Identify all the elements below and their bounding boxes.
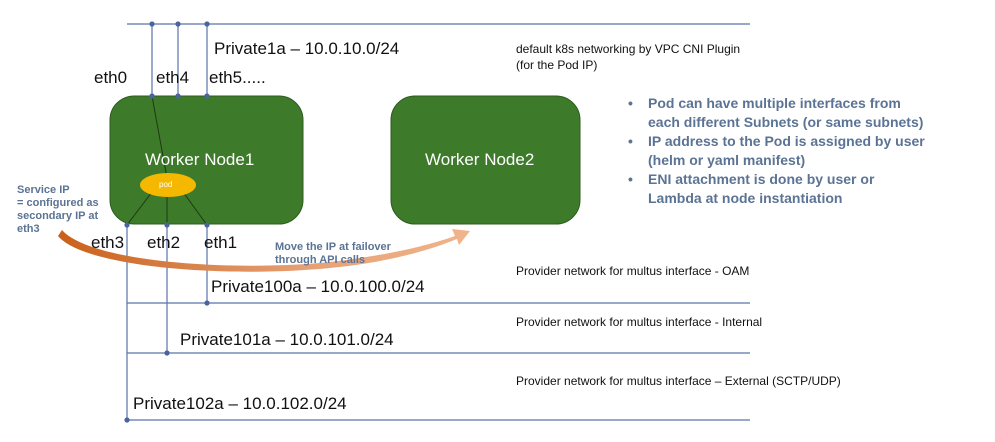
service-ip-note-line: eth3 — [17, 223, 40, 235]
bullet-item: ENI attachment is done by user or Lambda… — [626, 170, 925, 208]
service-ip-note-line: secondary IP at — [17, 210, 99, 222]
pod-link-eth0 — [151, 95, 168, 179]
pod-link-eth1 — [182, 191, 208, 226]
bullet-line: (helm or yaml manifest) — [648, 152, 806, 168]
bullet-line: Lambda at node instantiation — [648, 190, 843, 206]
dot-eth1-subnet — [204, 300, 210, 306]
move-ip-note-line: through API calls — [275, 254, 366, 266]
service-ip-note: Service IP = configured as secondary IP … — [17, 184, 99, 236]
bullet-item: Pod can have multiple interfaces from ea… — [626, 94, 925, 132]
service-ip-note-line: = configured as — [17, 197, 99, 209]
dot-eth4-top — [175, 21, 181, 27]
bullet-line: Pod can have multiple interfaces from — [648, 95, 901, 111]
dot-eth2-subnet — [164, 350, 170, 356]
internal-network-note: Provider network for multus interface - … — [516, 315, 763, 329]
worker-node2-box — [390, 95, 581, 225]
dot-eth0-top — [149, 21, 155, 27]
dot-eth5-node — [204, 93, 210, 99]
subnet-label-private100a: Private100a – 10.0.100.0/24 — [211, 277, 425, 296]
dot-eth1-node — [204, 222, 210, 228]
failover-arrow — [58, 229, 470, 272]
subnet-label-private101a: Private101a – 10.0.101.0/24 — [180, 330, 394, 349]
interface-label-eth1: eth1 — [204, 233, 238, 252]
external-network-note: Provider network for multus interface – … — [516, 374, 841, 388]
oam-network-note: Provider network for multus interface - … — [516, 264, 750, 278]
dot-eth4-node — [175, 93, 181, 99]
bullet-line: each different Subnets (or same subnets) — [648, 114, 924, 130]
vpc-cni-note-line2: (for the Pod IP) — [516, 58, 598, 72]
worker-node2-label: Worker Node2 — [425, 150, 535, 169]
interface-label-eth0: eth0 — [94, 68, 128, 87]
pod-ellipse — [140, 173, 196, 197]
dot-eth3-node — [124, 222, 130, 228]
dot-eth5-top — [204, 21, 210, 27]
service-ip-note-line: Service IP — [17, 184, 70, 196]
interface-label-eth4: eth4 — [156, 68, 190, 87]
interface-label-eth2: eth2 — [147, 233, 181, 252]
bullet-line: IP address to the Pod is assigned by use… — [648, 133, 925, 149]
bullet-line: ENI attachment is done by user or — [648, 171, 875, 187]
move-ip-note: Move the IP at failover through API call… — [275, 241, 391, 267]
interface-label-eth5: eth5..... — [209, 68, 266, 87]
subnet-label-private102a: Private102a – 10.0.102.0/24 — [133, 394, 347, 413]
vpc-cni-note-line1: default k8s networking by VPC CNI Plugin — [516, 42, 741, 56]
dot-eth3-subnet — [124, 417, 130, 423]
interface-label-eth3: eth3 — [91, 233, 125, 252]
bullet-item: IP address to the Pod is assigned by use… — [626, 132, 925, 170]
dot-eth0-node — [149, 93, 155, 99]
dot-eth2-node — [164, 222, 170, 228]
move-ip-note-line: Move the IP at failover — [275, 241, 391, 253]
pod-link-eth3 — [126, 191, 153, 226]
pod-label: pod — [159, 180, 173, 189]
worker-node1-label: Worker Node1 — [145, 150, 255, 169]
subnet-label-private1a: Private1a – 10.0.10.0/24 — [214, 39, 400, 58]
feature-bullet-list: Pod can have multiple interfaces from ea… — [626, 94, 925, 208]
